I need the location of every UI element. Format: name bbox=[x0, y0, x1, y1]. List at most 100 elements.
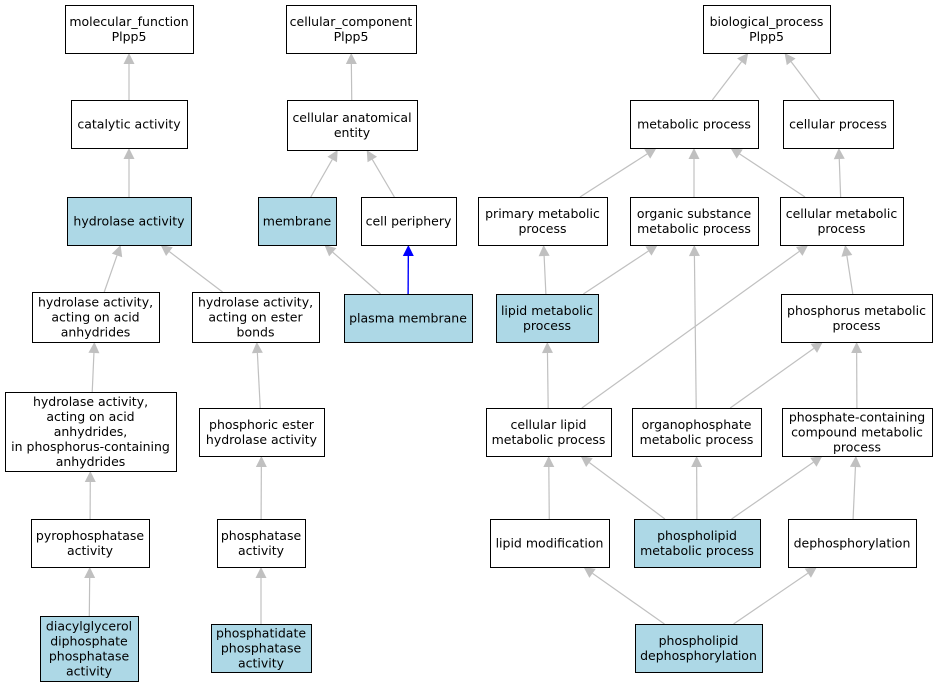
node-label-line: cellular process bbox=[789, 117, 887, 132]
edge-arrowhead bbox=[538, 245, 550, 257]
edge-arrowhead bbox=[691, 456, 703, 468]
node-membrane[interactable]: membrane bbox=[258, 197, 337, 246]
node-box bbox=[782, 408, 933, 457]
node-label-line: process bbox=[523, 318, 571, 333]
edge-phospholipid_dephosphorylation-to-lipid_modification bbox=[583, 567, 665, 625]
node-box bbox=[199, 408, 325, 457]
node-box bbox=[40, 616, 139, 682]
node-label-line: acting on ester bbox=[208, 310, 303, 325]
node-label-line: metabolic process bbox=[492, 432, 606, 447]
edge-line bbox=[332, 251, 381, 295]
edge-cellular_lipid_metabolic_process-to-cellular_metabolic_process bbox=[581, 245, 809, 409]
edge-arrowhead bbox=[833, 148, 845, 160]
node-label-line: phosphatase bbox=[49, 649, 130, 664]
node-label-line: process bbox=[518, 221, 566, 236]
edge-catalytic_activity-to-molecular_function bbox=[123, 53, 135, 100]
edge-hydrolase_ester_bonds-to-hydrolase_activity bbox=[160, 245, 223, 293]
node-box bbox=[781, 294, 933, 343]
node-label-line: anhydrides bbox=[61, 325, 131, 340]
node-label-line: anhydrides, bbox=[54, 424, 128, 439]
node-box bbox=[32, 292, 160, 343]
edge-pyrophosphatase_activity-to-hydrolase_phosphorus_anhydrides bbox=[84, 471, 96, 520]
edge-arrowhead bbox=[804, 567, 817, 578]
edge-line bbox=[583, 250, 649, 295]
node-label-line: phosphorus metabolic bbox=[787, 303, 926, 318]
edge-arrowhead bbox=[688, 148, 700, 159]
node-box bbox=[486, 408, 612, 457]
node-label-line: acting on acid bbox=[46, 409, 134, 424]
node-cell-periphery[interactable]: cell periphery bbox=[361, 197, 457, 246]
node-cellular-process[interactable]: cellular process bbox=[783, 100, 894, 149]
node-box bbox=[211, 624, 312, 673]
node-box bbox=[5, 392, 177, 472]
edge-arrowhead bbox=[541, 342, 553, 354]
node-label-line: molecular_function bbox=[69, 14, 188, 29]
edge-line bbox=[711, 61, 742, 101]
node-box bbox=[788, 519, 917, 568]
edge-line bbox=[852, 466, 857, 520]
node-label-line: phospholipid bbox=[659, 633, 739, 648]
node-hydrolase-acid-anhydrides[interactable]: hydrolase activity,acting on acidanhydri… bbox=[32, 292, 160, 343]
edge-arrowhead bbox=[345, 53, 357, 65]
node-label-line: process bbox=[833, 440, 881, 455]
edge-lipid_metabolic_process-to-organic_substance_metabolic_process bbox=[583, 245, 658, 295]
edge-phospholipid_metabolic_process-to-cellular_lipid_metabolic_process bbox=[580, 456, 666, 520]
node-label-line: membrane bbox=[263, 214, 332, 229]
edge-arrowhead bbox=[402, 245, 414, 257]
edge-line bbox=[581, 250, 800, 409]
node-label-line: metabolic process bbox=[637, 117, 751, 132]
edge-cellular_metabolic_process-to-cellular_process bbox=[833, 148, 845, 198]
node-box bbox=[258, 197, 337, 246]
node-hydrolase-phosphorus-anhydrides[interactable]: hydrolase activity,acting on acidanhydri… bbox=[5, 392, 177, 472]
edge-line bbox=[310, 159, 333, 198]
edge-organophosphate_metabolic_process-to-phosphorus_metabolic_process bbox=[729, 342, 823, 409]
node-box bbox=[478, 197, 608, 246]
edge-metabolic_process-to-biological_process bbox=[711, 53, 749, 101]
edge-hydrolase_activity-to-catalytic_activity bbox=[123, 148, 135, 197]
node-hydrolase-activity[interactable]: hydrolase activity bbox=[67, 197, 192, 246]
edge-arrowhead bbox=[796, 245, 809, 256]
edge-dephosphorylation-to-phosphate_containing_compound_metabolic_process bbox=[849, 456, 861, 520]
node-label-line: compound metabolic bbox=[791, 425, 923, 440]
node-label-line: metabolic process bbox=[640, 543, 754, 558]
edge-line bbox=[731, 461, 814, 520]
node-catalytic-activity[interactable]: catalytic activity bbox=[71, 100, 188, 149]
node-metabolic-process[interactable]: metabolic process bbox=[630, 100, 759, 149]
node-dephosphorylation[interactable]: dephosphorylation bbox=[788, 519, 917, 568]
edge-line bbox=[592, 572, 665, 625]
node-box bbox=[192, 292, 320, 343]
edge-line bbox=[838, 158, 842, 198]
node-diacylglycerol-diphosphate-phosphatase[interactable]: diacylglyceroldiphosphatephosphataseacti… bbox=[40, 616, 139, 682]
edge-arrowhead bbox=[111, 245, 123, 258]
node-plasma-membrane[interactable]: plasma membrane bbox=[344, 294, 473, 343]
node-label-line: phospholipid bbox=[657, 528, 737, 543]
edge-line bbox=[693, 255, 697, 409]
node-lipid-modification[interactable]: lipid modification bbox=[490, 519, 610, 568]
node-label-line: in phosphorus-containing bbox=[11, 439, 170, 454]
edge-arrowhead bbox=[688, 245, 700, 257]
node-label-line: cell periphery bbox=[366, 214, 452, 229]
node-label-line: metabolic process bbox=[637, 221, 751, 236]
edge-arrowhead bbox=[255, 456, 267, 468]
edge-phosphate_containing_compound_metabolic_process-to-phosphorus_metabolic_process bbox=[851, 342, 863, 409]
